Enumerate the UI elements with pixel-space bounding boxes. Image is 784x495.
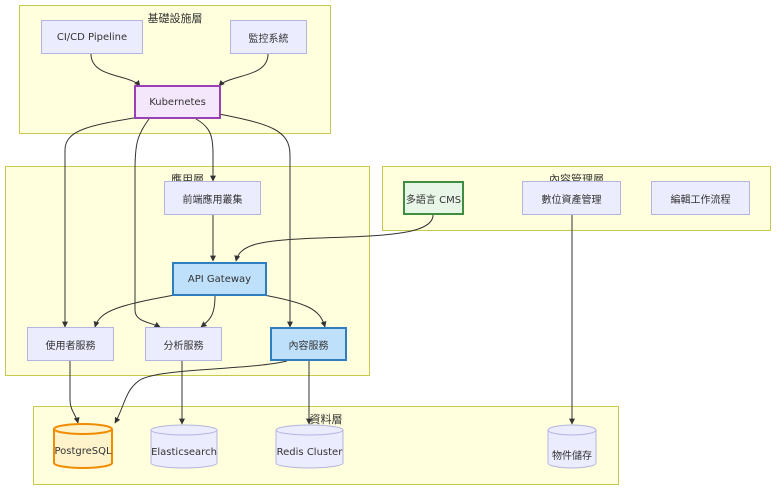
node-api-gateway-label: API Gateway [187,273,252,285]
node-cicd-pipeline[interactable]: CI/CD Pipeline [41,20,143,54]
node-frontend-cluster[interactable]: 前端應用叢集 [164,181,261,215]
node-postgresql[interactable]: PostgreSQL [53,423,113,469]
node-user-service-label: 使用者服務 [45,340,96,352]
node-object-storage-label: 物件儲存 [552,451,592,462]
node-monitoring-system-label: 監控系統 [248,33,289,45]
node-redis-cluster-label: Redis Cluster [276,447,343,458]
node-postgresql-label: PostgreSQL [54,446,112,457]
node-user-service[interactable]: 使用者服務 [27,327,114,361]
node-kubernetes[interactable]: Kubernetes [134,85,221,119]
database-cylinder-icon [275,424,344,469]
node-analytics-service-label: 分析服務 [163,340,204,352]
node-cicd-pipeline-label: CI/CD Pipeline [56,31,128,43]
node-content-service-label: 內容服務 [288,340,329,352]
node-redis-cluster[interactable]: Redis Cluster [275,424,344,469]
node-digital-asset-management-label: 數位資產管理 [541,194,602,206]
group-title-infrastructure: 基礎設施層 [147,12,203,25]
node-analytics-service[interactable]: 分析服務 [145,327,222,361]
node-elasticsearch[interactable]: Elasticsearch [150,424,218,469]
node-content-service[interactable]: 內容服務 [270,327,347,361]
database-cylinder-icon [547,424,597,469]
node-api-gateway[interactable]: API Gateway [172,262,267,296]
node-multilingual-cms[interactable]: 多語言 CMS [403,181,464,215]
node-editorial-workflow[interactable]: 編輯工作流程 [651,181,750,215]
node-object-storage[interactable]: 物件儲存 [547,424,597,469]
group-title-data: 資料層 [309,413,343,426]
node-frontend-cluster-label: 前端應用叢集 [182,194,243,206]
node-digital-asset-management[interactable]: 數位資產管理 [522,181,621,215]
node-editorial-workflow-label: 編輯工作流程 [670,194,731,206]
node-monitoring-system[interactable]: 監控系統 [230,20,307,54]
node-elasticsearch-label: Elasticsearch [151,447,217,458]
database-cylinder-icon [150,424,218,469]
node-multilingual-cms-label: 多語言 CMS [405,194,462,206]
database-cylinder-icon [53,423,113,469]
node-kubernetes-label: Kubernetes [149,96,206,108]
